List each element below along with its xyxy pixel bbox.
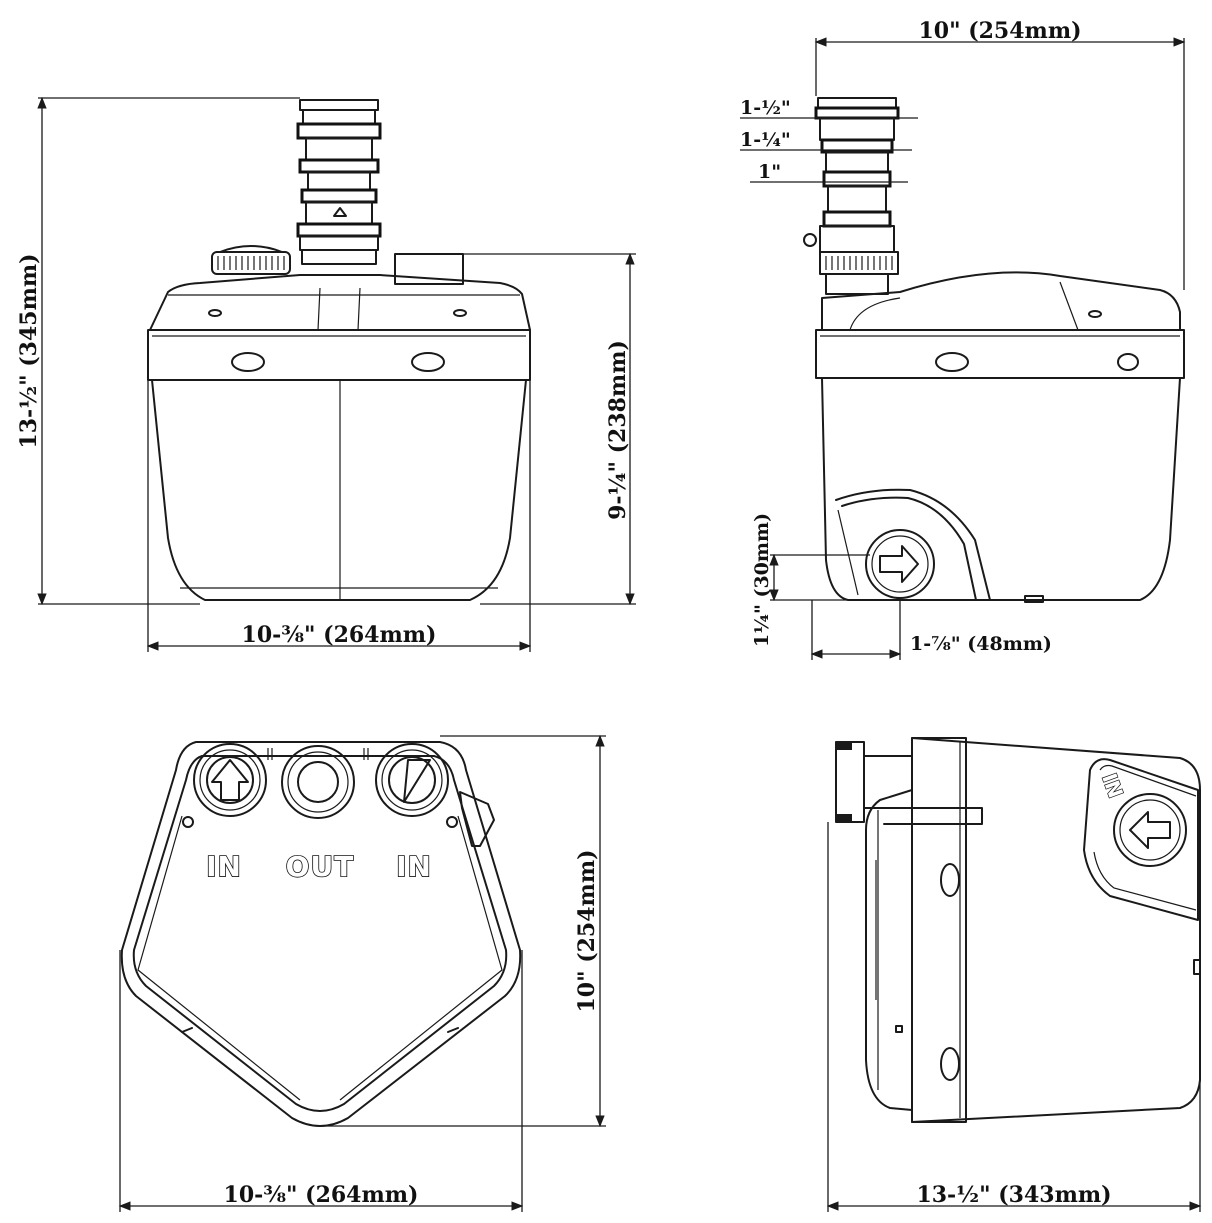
side-dimensions [740,37,1186,660]
side-view: 10" (254mm) 1-½" 1-¼" 1" 1¼" (30mm) 1-⅞"… [740,18,1186,660]
side-band [815,329,1185,379]
front-body [151,379,527,601]
side-width-label: 10" (254mm) [918,18,1081,44]
end-inlet-flap [1083,758,1201,975]
top-width-label: 10-⅜" (264mm) [224,1182,419,1208]
side-body [821,377,1181,603]
top-screw-left [182,816,194,828]
top-outlet [281,745,355,819]
top-view: IN OUT IN 10" (254mm) 10-⅜" (264mm) [118,734,606,1212]
front-height-total-label: 13-½" (345mm) [16,253,42,448]
side-lid [821,271,1181,331]
end-port-label-in: IN [1097,770,1128,801]
front-top-tab [394,253,464,285]
end-band [883,737,983,1123]
front-width-label: 10-⅜" (264mm) [242,622,437,648]
top-port-label-in-right: IN [396,850,432,883]
top-port-label-out: OUT [286,850,355,883]
outlet-size-1-half: 1-½" [740,97,791,119]
top-port-label-in-left: IN [206,850,242,883]
side-inlet-height-label: 1¼" (30mm) [751,513,773,647]
end-body [865,737,1201,1123]
front-lid [149,274,531,331]
side-outlet-pipe [803,97,900,295]
top-inlet-left [193,743,267,817]
front-view: 13-½" (345mm) 9-¼" (238mm) 10-⅜" (264mm) [16,96,636,652]
front-dimensions [37,96,636,652]
front-height-body-label: 9-¼" (238mm) [605,340,631,520]
end-view: IN 13-½" (343mm) [826,737,1202,1212]
front-band [147,329,531,381]
end-dimensions [826,822,1202,1212]
top-depth-label: 10" (254mm) [574,849,600,1012]
top-inlet-right [375,743,495,847]
outlet-size-1: 1" [758,161,781,183]
side-inlet-offset-label: 1-⅞" (48mm) [910,633,1052,655]
top-screw-right [446,816,458,828]
end-outlet-stub [835,741,913,823]
outlet-size-1-quarter: 1-¼" [740,129,791,151]
front-vent-cap [211,245,291,275]
end-length-label: 13-½" (343mm) [916,1182,1111,1208]
top-port-ribs [267,748,369,760]
top-dimensions [118,734,606,1212]
front-outlet-pipe [296,99,382,265]
